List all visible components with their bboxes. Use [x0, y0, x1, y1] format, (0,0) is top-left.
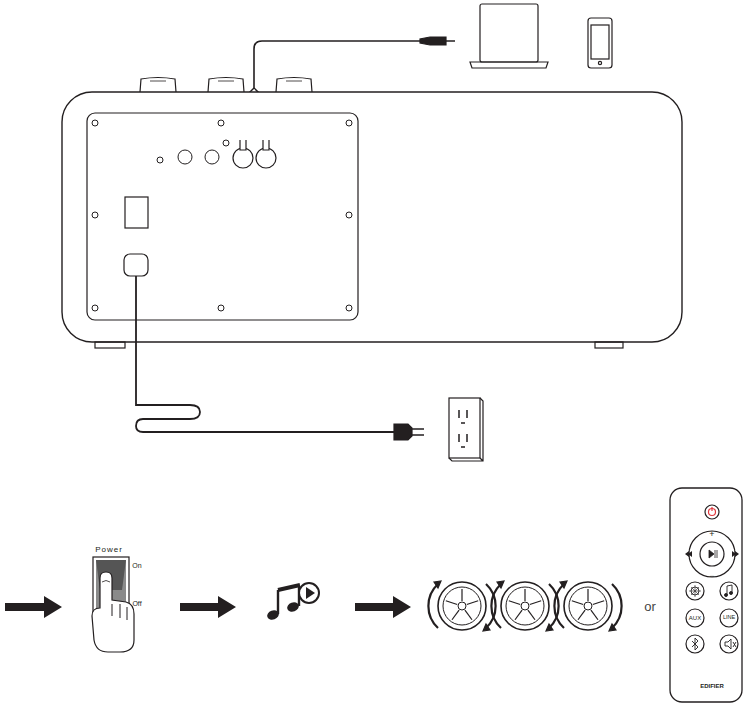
knob-spoke	[530, 601, 541, 605]
brand-name: EDIFIER	[700, 683, 724, 689]
music-icon	[266, 583, 319, 621]
turn-arrow-head	[609, 624, 616, 631]
knob-spoke	[515, 610, 522, 620]
knob-spoke	[509, 601, 520, 605]
step-arrows	[5, 596, 411, 618]
knob-spoke	[467, 601, 478, 605]
volume-knobs	[428, 581, 621, 631]
turn-arrow-head	[434, 581, 441, 588]
knob-rim	[569, 587, 607, 625]
switch-state: On	[132, 562, 141, 569]
knob-spoke	[461, 589, 462, 601]
knob-spoke	[528, 610, 535, 620]
knob-spoke	[524, 589, 525, 601]
knob-spoke	[572, 601, 583, 605]
turn-arrow	[612, 584, 622, 628]
knob-rim	[443, 587, 481, 625]
knob-spoke	[593, 601, 604, 605]
phone	[588, 18, 612, 68]
turn-arrow-head	[560, 581, 567, 588]
wall-outlet	[449, 398, 483, 461]
or-text: or	[644, 600, 656, 613]
power-cord	[136, 276, 424, 440]
switch-title: Power	[95, 546, 123, 554]
remote-button-label: LINE	[723, 615, 735, 621]
knob	[438, 582, 486, 630]
laptop	[470, 4, 548, 68]
top-knobs	[140, 78, 312, 93]
knob-hub	[458, 602, 466, 610]
turn-arrow	[554, 584, 564, 628]
knob-spoke	[446, 601, 457, 605]
knob-rim	[506, 587, 544, 625]
turn-arrow-head	[546, 624, 553, 631]
remote-key: −	[709, 572, 714, 581]
turn-arrow-head	[497, 581, 504, 588]
knob-spoke	[452, 610, 459, 620]
remote-control	[670, 488, 742, 702]
knob	[564, 582, 612, 630]
speaker-body	[62, 92, 682, 348]
knob	[501, 582, 549, 630]
turn-arrow	[491, 584, 501, 628]
switch-state: Off	[132, 600, 141, 607]
knob-spoke	[591, 610, 598, 620]
knob-spoke	[465, 610, 472, 620]
turn-arrow-head	[483, 624, 490, 631]
power-switch	[92, 557, 134, 652]
turn-arrow	[428, 584, 438, 628]
knob-spoke	[578, 610, 585, 620]
knob-hub	[584, 602, 592, 610]
remote-button-label: AUX	[689, 615, 701, 621]
knob-hub	[521, 602, 529, 610]
knob-spoke	[587, 589, 588, 601]
remote-key: +	[709, 530, 714, 539]
